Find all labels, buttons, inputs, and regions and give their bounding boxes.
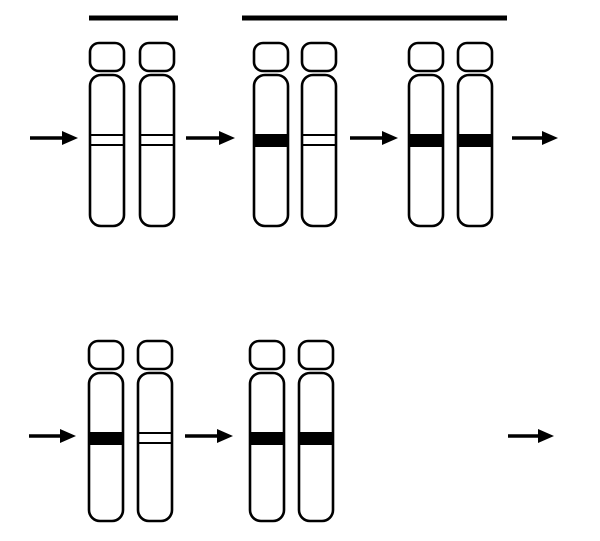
dark-band bbox=[250, 432, 284, 445]
chromosome-right bbox=[138, 41, 176, 228]
chromosome-pair bbox=[88, 41, 176, 228]
chromosome-long-arm bbox=[87, 371, 125, 523]
dark-band bbox=[458, 134, 492, 147]
chromosome-right bbox=[300, 41, 338, 228]
top-row bbox=[88, 41, 494, 228]
chromosome-pair bbox=[248, 339, 335, 523]
chromosome-pair bbox=[87, 339, 174, 523]
right-arrow-icon bbox=[30, 131, 78, 145]
right-arrow-icon bbox=[186, 131, 235, 145]
right-arrow-icon bbox=[508, 429, 554, 443]
chromosome-short-arm bbox=[248, 339, 286, 371]
right-arrow-icon bbox=[512, 131, 558, 145]
chromosome-right bbox=[136, 339, 174, 523]
chromosome-long-arm bbox=[88, 73, 126, 228]
arrows bbox=[29, 131, 558, 443]
chromosome-pair bbox=[407, 41, 494, 228]
chromosome-short-arm bbox=[87, 339, 125, 371]
chromosome-long-arm bbox=[407, 73, 445, 228]
chromosome-left bbox=[87, 339, 125, 523]
chromosome-short-arm bbox=[138, 41, 176, 73]
dark-band bbox=[89, 432, 123, 445]
chromosome-long-arm bbox=[248, 371, 286, 523]
chromosome-short-arm bbox=[407, 41, 445, 73]
right-arrow-icon bbox=[350, 131, 398, 145]
bottom-row bbox=[87, 339, 335, 523]
chromosome-short-arm bbox=[456, 41, 494, 73]
chromosome-short-arm bbox=[136, 339, 174, 371]
right-arrow-icon bbox=[29, 429, 76, 443]
chromosome-short-arm bbox=[297, 339, 335, 371]
chromosome-short-arm bbox=[252, 41, 290, 73]
chromosome-long-arm bbox=[136, 371, 174, 523]
dark-band bbox=[409, 134, 443, 147]
chromosome-right bbox=[456, 41, 494, 228]
chromosome-left bbox=[248, 339, 286, 523]
chromosome-right bbox=[297, 339, 335, 523]
chromosome-short-arm bbox=[88, 41, 126, 73]
dark-band bbox=[299, 432, 333, 445]
chromosome-long-arm bbox=[300, 73, 338, 228]
chromosome-long-arm bbox=[138, 73, 176, 228]
chromosome-long-arm bbox=[297, 371, 335, 523]
chromosome-pair bbox=[252, 41, 338, 228]
chromosome-left bbox=[407, 41, 445, 228]
chromosome-long-arm bbox=[456, 73, 494, 228]
right-arrow-icon bbox=[185, 429, 233, 443]
chromosome-left bbox=[88, 41, 126, 228]
chromosome-long-arm bbox=[252, 73, 290, 228]
chromosome-left bbox=[252, 41, 290, 228]
dark-band bbox=[254, 134, 288, 147]
chromosome-short-arm bbox=[300, 41, 338, 73]
